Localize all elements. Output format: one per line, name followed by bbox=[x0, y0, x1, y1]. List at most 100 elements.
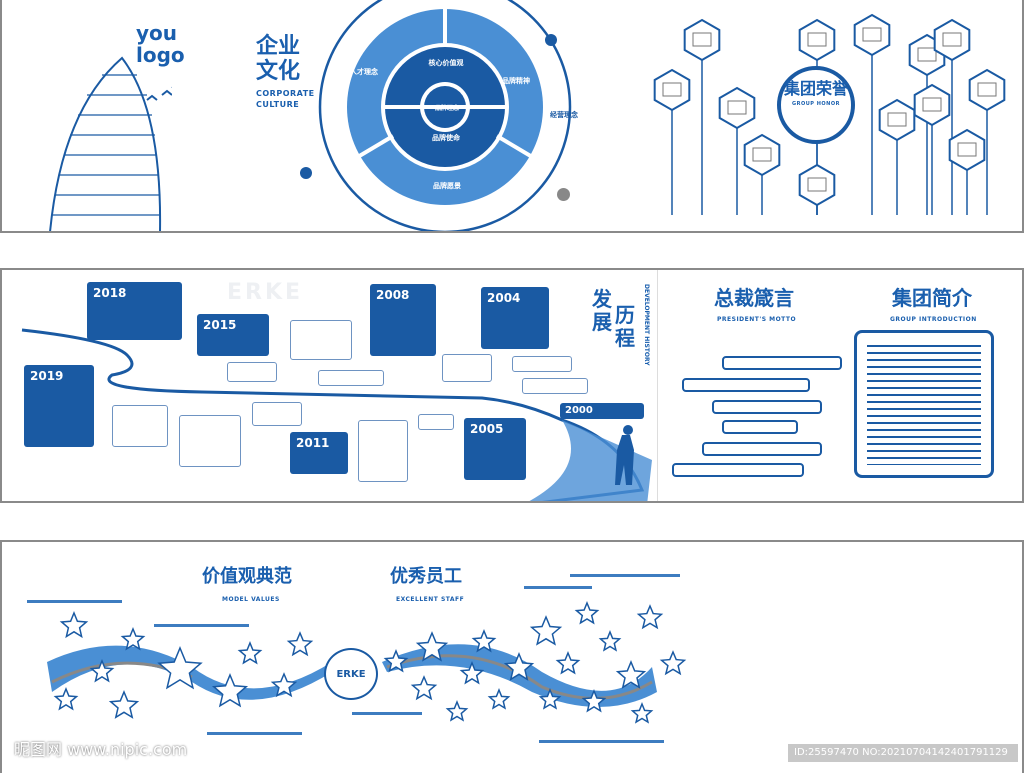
star-icon bbox=[529, 615, 563, 646]
event-box bbox=[358, 420, 408, 482]
event-box bbox=[290, 320, 352, 360]
year-label: 2018 bbox=[93, 286, 127, 300]
subtitle-line-2: CULTURE bbox=[256, 100, 300, 109]
motto-line bbox=[722, 420, 798, 434]
building-illustration bbox=[49, 56, 172, 231]
dot-decoration bbox=[545, 34, 557, 46]
title-line-1: 企业 bbox=[256, 34, 301, 59]
star-icon bbox=[410, 675, 438, 701]
year-label: 2015 bbox=[203, 318, 237, 332]
history-title-en: DEVELOPMENT HISTORY bbox=[643, 284, 650, 366]
deco-line bbox=[207, 732, 302, 735]
image-id-label: ID:25597470 NO:20210704142401791129 bbox=[788, 744, 1018, 762]
honor-title-en: GROUP HONOR bbox=[792, 101, 840, 107]
excellent-staff-panel: 价值观典范 MODEL VALUES 优秀员工 EXCELLENT STAFF … bbox=[0, 540, 1024, 773]
star-icon bbox=[615, 660, 647, 689]
year-label: 2005 bbox=[470, 422, 504, 436]
year-label: 2011 bbox=[296, 436, 330, 450]
honor-wall bbox=[653, 13, 1006, 215]
year-label: 2000 bbox=[565, 405, 593, 416]
deco-line bbox=[352, 712, 422, 715]
excellent-staff-title-en: EXCELLENT STAFF bbox=[396, 596, 465, 603]
certificate-hexagon bbox=[933, 18, 971, 62]
ring-label: 品牌理念 bbox=[434, 105, 459, 112]
ring-label: 品牌愿景 bbox=[433, 182, 461, 190]
star-icon bbox=[598, 630, 622, 652]
motto-line bbox=[722, 356, 842, 370]
intro-title-en: GROUP INTRODUCTION bbox=[890, 316, 977, 323]
site-watermark: 昵图网 www.nipic.com bbox=[14, 740, 188, 759]
certificate-icon bbox=[862, 27, 882, 42]
ring-label: 品牌精神 bbox=[502, 77, 530, 85]
culture-ring-diagram bbox=[318, 0, 572, 231]
corporate-culture-panel: you logo 企业 文化 CORPORATE CULTURE 核心价值观 品… bbox=[0, 0, 1024, 233]
model-values-title: 价值观典范 bbox=[202, 566, 292, 587]
star-icon bbox=[581, 689, 607, 713]
motto-line bbox=[672, 463, 804, 477]
dot-decoration bbox=[557, 188, 570, 201]
certificate-icon bbox=[977, 82, 997, 97]
certificate-hexagon bbox=[798, 18, 836, 62]
certificate-hexagon bbox=[653, 68, 691, 112]
certificate-icon bbox=[887, 112, 907, 127]
certificate-icon bbox=[922, 97, 942, 112]
event-box bbox=[179, 415, 241, 467]
star-icon bbox=[120, 627, 146, 651]
year-box-2005: 2005 bbox=[464, 418, 526, 480]
star-icon bbox=[538, 688, 562, 710]
year-label: 2019 bbox=[30, 369, 64, 383]
model-values-title-en: MODEL VALUES bbox=[222, 596, 280, 603]
certificate-icon bbox=[752, 147, 772, 162]
certificate-hexagon bbox=[948, 128, 986, 172]
certificate-hexagon bbox=[913, 83, 951, 127]
certificate-hexagon bbox=[743, 133, 781, 177]
star-icon bbox=[503, 652, 535, 681]
intro-document bbox=[854, 330, 994, 478]
divider bbox=[657, 270, 658, 501]
logo-line-1: you bbox=[136, 21, 178, 45]
event-box bbox=[442, 354, 492, 382]
star-icon bbox=[286, 631, 314, 657]
subtitle-line-1: CORPORATE bbox=[256, 89, 315, 98]
deco-line bbox=[524, 586, 592, 589]
ring-label: 人才理念 bbox=[350, 68, 378, 76]
certificate-icon bbox=[942, 32, 962, 47]
year-label: 2008 bbox=[376, 288, 410, 302]
star-icon bbox=[157, 646, 203, 690]
star-icon bbox=[415, 631, 449, 662]
motto-line bbox=[702, 442, 822, 456]
certificate-icon bbox=[957, 142, 977, 157]
logo-text: you logo bbox=[136, 22, 185, 66]
erke-logo: ERKE bbox=[324, 648, 378, 700]
event-box bbox=[512, 356, 572, 372]
event-box bbox=[252, 402, 302, 426]
certificate-icon bbox=[807, 177, 827, 192]
deco-line bbox=[539, 740, 664, 743]
event-box bbox=[227, 362, 277, 382]
motto-title: 总裁箴言 bbox=[714, 286, 794, 310]
certificate-hexagon bbox=[878, 98, 916, 142]
certificate-hexagon bbox=[968, 68, 1006, 112]
year-box-2000: 2000 bbox=[560, 403, 644, 419]
certificate-icon bbox=[807, 32, 827, 47]
timeline-road bbox=[21, 328, 652, 501]
star-icon bbox=[237, 641, 263, 665]
event-box bbox=[418, 414, 454, 430]
star-icon bbox=[659, 650, 687, 676]
culture-subtitle: CORPORATE CULTURE bbox=[256, 88, 315, 110]
certificate-hexagon bbox=[683, 18, 721, 62]
ring-label: 经营理念 bbox=[550, 111, 578, 119]
ring-label: 核心价值观 bbox=[428, 59, 464, 67]
certificate-hexagon bbox=[853, 13, 891, 57]
motto-title-en: PRESIDENT'S MOTTO bbox=[717, 316, 797, 323]
culture-title: 企业 文化 bbox=[256, 34, 300, 84]
star-wave-graphic bbox=[47, 601, 687, 724]
deco-line bbox=[27, 600, 122, 603]
star-icon bbox=[89, 659, 115, 683]
certificate-hexagon bbox=[798, 163, 836, 207]
year-box-2004: 2004 bbox=[481, 287, 549, 349]
certificate-icon bbox=[727, 100, 747, 115]
year-box-2018: 2018 bbox=[87, 282, 182, 340]
deco-line bbox=[154, 624, 249, 627]
star-icon bbox=[211, 673, 249, 708]
